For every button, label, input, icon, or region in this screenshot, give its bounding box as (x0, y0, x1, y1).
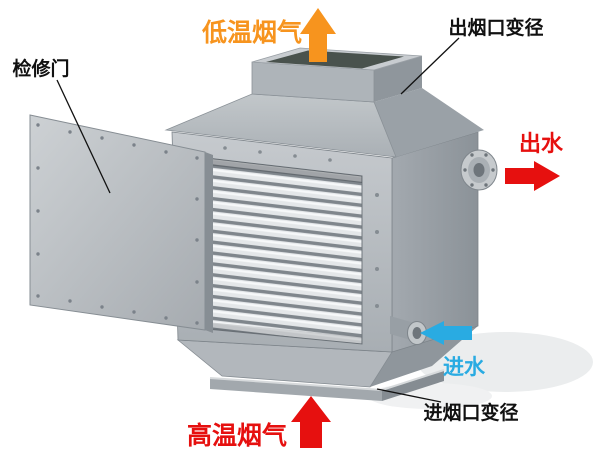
access-door-panel (29, 114, 206, 331)
high-temp-label: 高温烟气 (187, 421, 287, 450)
tube-bank-bottom-shadow (207, 322, 362, 344)
inlet-hopper-right-face (370, 326, 478, 387)
water-inlet-arrow (420, 321, 472, 345)
inlet-reducer-label: 进烟口变径 (423, 401, 518, 424)
low-temp-up-arrow (300, 8, 336, 62)
outlet-reducer-leader (400, 37, 460, 95)
frame-bolts (223, 146, 379, 308)
inlet-reducer-leader (376, 388, 442, 403)
access-door-leader (56, 79, 111, 194)
outlet-collar-right-face (374, 56, 422, 102)
water-inlet-bore (412, 327, 422, 339)
access-door-edge (205, 152, 213, 333)
outlet-hood-right-face (374, 88, 484, 157)
ground-shadow (417, 332, 593, 392)
water-inlet-label: 进水 (443, 356, 486, 379)
water-outlet-bolts (463, 153, 495, 187)
outlet-reducer-label: 出烟口变径 (448, 16, 543, 39)
access-door-label: 检修门 (12, 57, 69, 80)
water-outlet-bore (473, 163, 485, 177)
door-rivets (36, 123, 199, 325)
outlet-opening (266, 50, 404, 69)
water-outlet-arrow (505, 161, 560, 191)
high-temp-up-arrow (291, 396, 331, 448)
water-outlet-label: 出水 (519, 131, 564, 156)
tube-bank (206, 157, 363, 345)
tube-bank-top-shadow (207, 158, 362, 183)
low-temp-label: 低温烟气 (201, 18, 302, 47)
inlet-flange-front (210, 378, 382, 401)
